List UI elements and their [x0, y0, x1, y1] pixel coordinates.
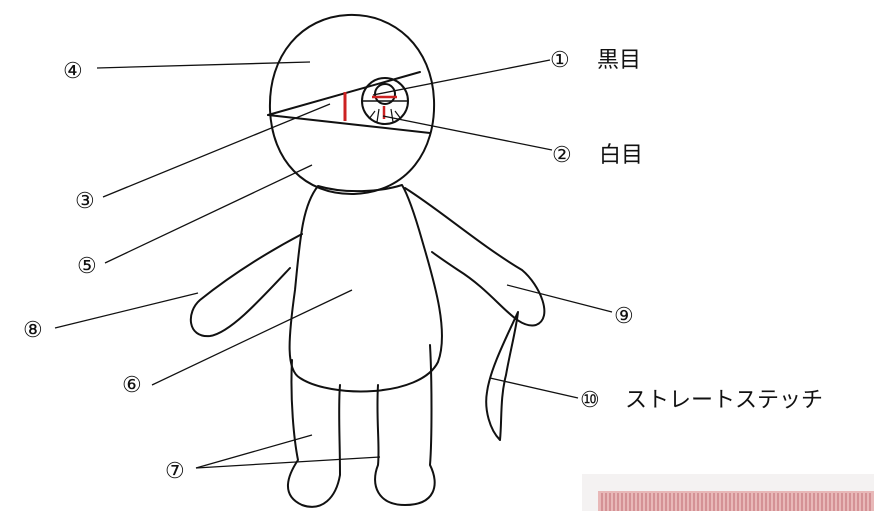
eye-spoke — [376, 108, 380, 123]
doll-tail — [485, 311, 519, 441]
leader-line-10 — [489, 377, 579, 399]
callout-number-3: ③ — [75, 189, 95, 214]
eye-spoke — [394, 110, 402, 120]
doll-body — [288, 184, 443, 393]
leader-line-6 — [151, 289, 353, 386]
leader-line-1 — [372, 59, 551, 96]
leader-line-2 — [382, 115, 553, 151]
eye-spoke — [390, 108, 394, 123]
leader-line-4 — [96, 61, 311, 69]
callout-label-10: ストレートステッチ — [625, 388, 823, 413]
leader-line-8 — [54, 292, 199, 329]
measuring-tape-ticks — [601, 493, 871, 511]
callout-number-6: ⑥ — [122, 373, 142, 398]
callout-label-2: 白目 — [599, 143, 643, 168]
callout-number-9: ⑨ — [614, 304, 634, 329]
leader-line-3 — [102, 103, 331, 198]
doll-figure — [189, 13, 546, 508]
callout-labels: ① 黒目 ② 白目 ③ ④ ⑤ ⑥ ⑦ ⑧ ⑨ ⑩ ストレートステッチ — [23, 48, 823, 484]
leader-line-7a — [195, 434, 313, 469]
callout-number-8: ⑧ — [23, 318, 43, 343]
callout-number-4: ④ — [63, 59, 83, 84]
leader-lines — [54, 59, 613, 469]
callout-number-7: ⑦ — [165, 459, 185, 484]
face-band-bottom-edge — [267, 114, 431, 134]
doll-right-arm — [404, 187, 546, 327]
callout-label-1: 黒目 — [597, 48, 641, 73]
callout-number-2: ② — [552, 143, 572, 168]
callout-number-5: ⑤ — [77, 254, 97, 279]
doll-left-leg — [287, 359, 341, 508]
doll-head — [268, 13, 436, 196]
eye-group — [361, 77, 409, 125]
eye-spoke — [368, 110, 376, 120]
doll-right-leg — [374, 344, 436, 506]
leader-line-7b — [195, 456, 381, 469]
doll-left-arm — [189, 233, 303, 338]
callout-number-10: ⑩ — [580, 388, 600, 413]
callout-number-1: ① — [550, 48, 570, 73]
leader-line-9 — [506, 284, 613, 313]
leader-line-5 — [104, 164, 313, 264]
measuring-tape — [582, 474, 874, 511]
